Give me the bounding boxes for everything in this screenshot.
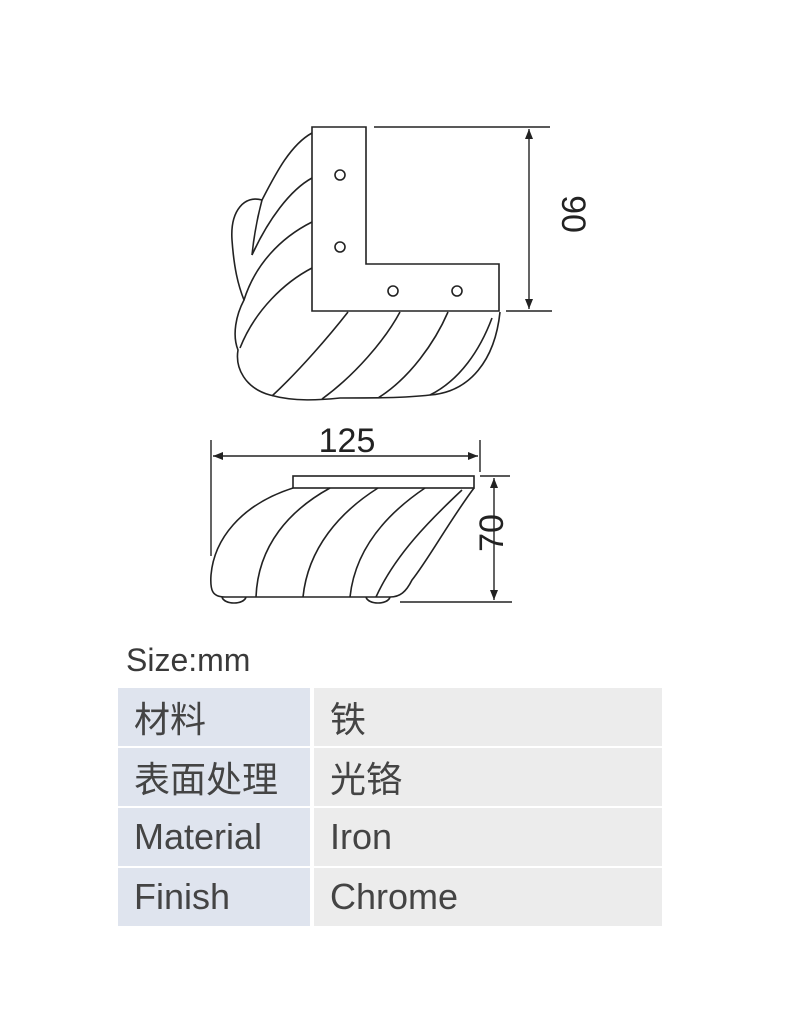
leg-ridge: [251, 177, 313, 256]
leg-ridge: [255, 487, 331, 598]
spec-row-finish-cn: 表面处理 光铬: [118, 748, 662, 808]
leg-ridge: [243, 221, 313, 301]
screw-hole: [451, 285, 463, 297]
size-unit-label: Size:mm: [126, 642, 251, 678]
dimension-label-70: 70: [473, 514, 511, 552]
spec-row-finish-en: Finish Chrome: [118, 868, 662, 928]
spec-key: Finish: [118, 868, 314, 928]
screw-hole: [334, 241, 346, 253]
front-view-drawing: [209, 475, 475, 604]
screw-hole: [387, 285, 399, 297]
technical-drawing: 90 125 70: [209, 126, 592, 604]
foot-pad: [365, 596, 391, 604]
leg-ridge: [321, 311, 401, 400]
foot-pad: [221, 596, 247, 604]
dimension-height-front: [400, 475, 512, 603]
dimension-width-front: [210, 440, 481, 556]
leg-ridge: [377, 311, 449, 399]
l-plate: [311, 126, 500, 312]
mount-plate: [292, 475, 475, 489]
spec-value: 光铬: [314, 748, 662, 808]
spec-key: Material: [118, 808, 314, 868]
leg-ridge: [349, 487, 426, 598]
leg-ridge: [302, 487, 379, 598]
spec-row-material-cn: 材料 铁: [118, 688, 662, 748]
screw-hole: [334, 169, 346, 181]
dimension-height-top: [374, 126, 552, 312]
spec-key: 材料: [118, 688, 314, 748]
dimension-label-90: 90: [554, 195, 592, 233]
leg-ridge: [429, 317, 493, 396]
dimension-label-125: 125: [319, 422, 376, 460]
leg-ridge: [239, 267, 313, 349]
leg-ridge: [375, 489, 463, 598]
spec-row-material-en: Material Iron: [118, 808, 662, 868]
leg-outline-top: [231, 132, 501, 401]
spec-key: 表面处理: [118, 748, 314, 808]
leg-ridge: [271, 311, 349, 397]
spec-value: 铁: [314, 688, 662, 748]
spec-value: Iron: [314, 808, 662, 868]
leg-ridge: [251, 199, 263, 256]
top-view-drawing: [231, 126, 501, 401]
spec-value: Chrome: [314, 868, 662, 928]
leg-outline-front: [209, 487, 475, 598]
spec-table: 材料 铁 表面处理 光铬 Material Iron Finish Chrome: [118, 688, 662, 928]
